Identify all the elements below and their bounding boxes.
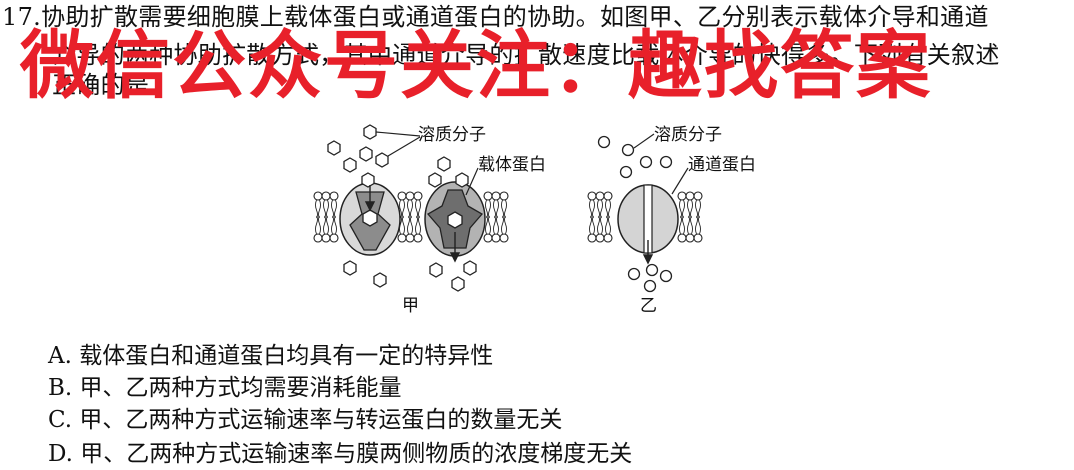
label-channel-protein: 通道蛋白	[688, 155, 756, 175]
leader-lines-left	[375, 131, 479, 196]
carrier-protein-1	[339, 182, 401, 256]
transport-arrow-right	[642, 240, 654, 265]
option-d: D. 甲、乙两种方式运输速率与膜两侧物质的浓度梯度无关	[48, 441, 633, 467]
panel-label-b: 乙	[640, 296, 657, 316]
solute-molecules-right	[597, 135, 673, 293]
carrier-protein-2	[424, 181, 486, 257]
diffusion-diagram: 溶质分子 载体蛋白 溶质分子 通道蛋白 甲 乙	[313, 124, 756, 316]
channel-protein	[617, 184, 679, 254]
transport-arrows-left	[364, 185, 461, 263]
membrane-left	[313, 191, 509, 243]
membrane-right	[587, 191, 703, 243]
leader-lines-right	[633, 133, 689, 195]
option-b: B. 甲、乙两种方式均需要消耗能量	[48, 375, 402, 401]
option-c: C. 甲、乙两种方式运输速率与转运蛋白的数量无关	[48, 407, 563, 433]
question-line-2: 介导的两种协助扩散方式，其中通道介导的扩散速度比载体介导的快得多。下列有关叙述	[52, 41, 1000, 69]
question-line-1: 17.协助扩散需要细胞膜上载体蛋白或通道蛋白的协助。如图甲、乙分别表示载体介导和…	[2, 3, 989, 31]
panel-label-a: 甲	[402, 296, 419, 316]
option-a: A. 载体蛋白和通道蛋白均具有一定的特异性	[48, 343, 494, 369]
question-line-3: 正确的是	[52, 71, 150, 99]
label-solute-right: 溶质分子	[654, 125, 722, 145]
label-carrier-protein: 载体蛋白	[478, 155, 546, 175]
label-solute-left: 溶质分子	[418, 125, 486, 145]
